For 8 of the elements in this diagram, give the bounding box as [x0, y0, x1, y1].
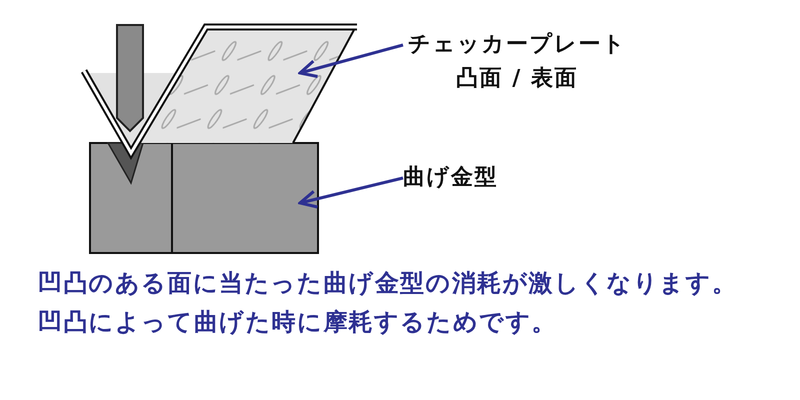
part-label: 曲げ金型: [403, 164, 498, 192]
note-text: 凹凸のある面に当たった曲げ金型の消耗が激しくなります。凹凸によって曲げた時に摩耗するためです。: [38, 268, 738, 338]
part-label: チェッカープレート: [408, 31, 626, 59]
leader-arrow: [298, 176, 404, 208]
surface-side-label: 凸面 / 表面: [456, 65, 578, 93]
bending-die: [89, 142, 319, 254]
leader-arrow: [298, 44, 404, 78]
press-punch: [116, 24, 144, 132]
